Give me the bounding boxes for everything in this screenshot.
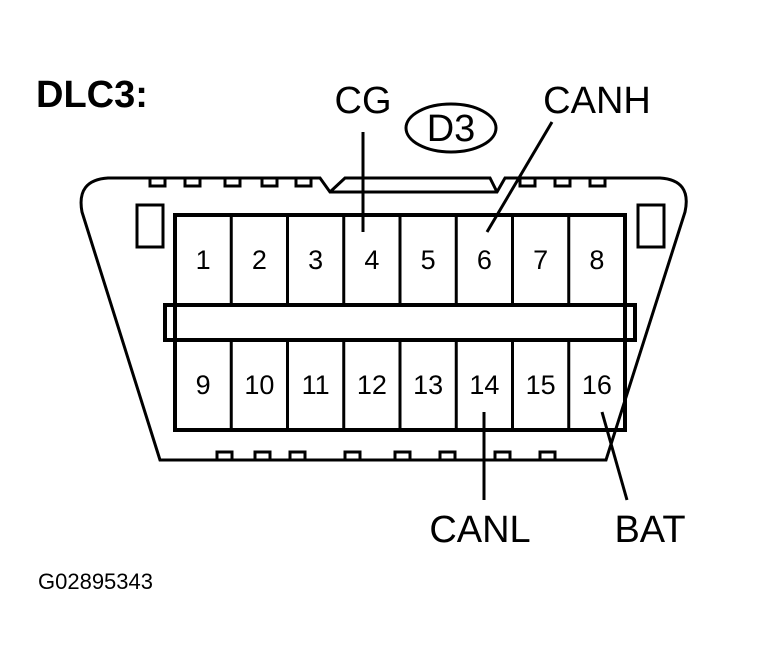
leader-bat	[600, 411, 629, 501]
pin-7: 7	[533, 245, 548, 275]
label-canl: CANL	[429, 509, 530, 551]
pin-1: 1	[196, 245, 211, 275]
pin-2: 2	[252, 245, 267, 275]
pin-6: 6	[477, 245, 492, 275]
left-latch	[135, 203, 165, 249]
housing-bottom-ridge	[215, 450, 557, 460]
pin-13: 13	[413, 370, 443, 400]
label-bat: BAT	[614, 509, 685, 551]
pin-separator-bar	[163, 303, 637, 342]
connector-code-ellipse	[404, 102, 498, 154]
connector-key-notch	[328, 176, 499, 194]
right-latch	[636, 203, 666, 249]
housing-top-ridge	[148, 178, 607, 188]
pin-10: 10	[244, 370, 274, 400]
label-cg: CG	[335, 80, 392, 122]
diagram-title: DLC3:	[36, 74, 148, 116]
leader-canh	[485, 121, 554, 233]
label-canh: CANH	[543, 80, 651, 122]
connector-code: D3	[427, 108, 476, 150]
pin-14: 14	[469, 370, 499, 400]
pin-5: 5	[421, 245, 436, 275]
pin-3: 3	[308, 245, 323, 275]
pin-15: 15	[526, 370, 556, 400]
pin-9: 9	[196, 370, 211, 400]
figure-id: G02895343	[38, 569, 153, 594]
pin-11: 11	[302, 370, 330, 400]
pin-4: 4	[364, 245, 379, 275]
pin-8: 8	[589, 245, 604, 275]
connector-housing	[79, 176, 688, 462]
pin-16: 16	[582, 370, 612, 400]
pin-12: 12	[357, 370, 387, 400]
